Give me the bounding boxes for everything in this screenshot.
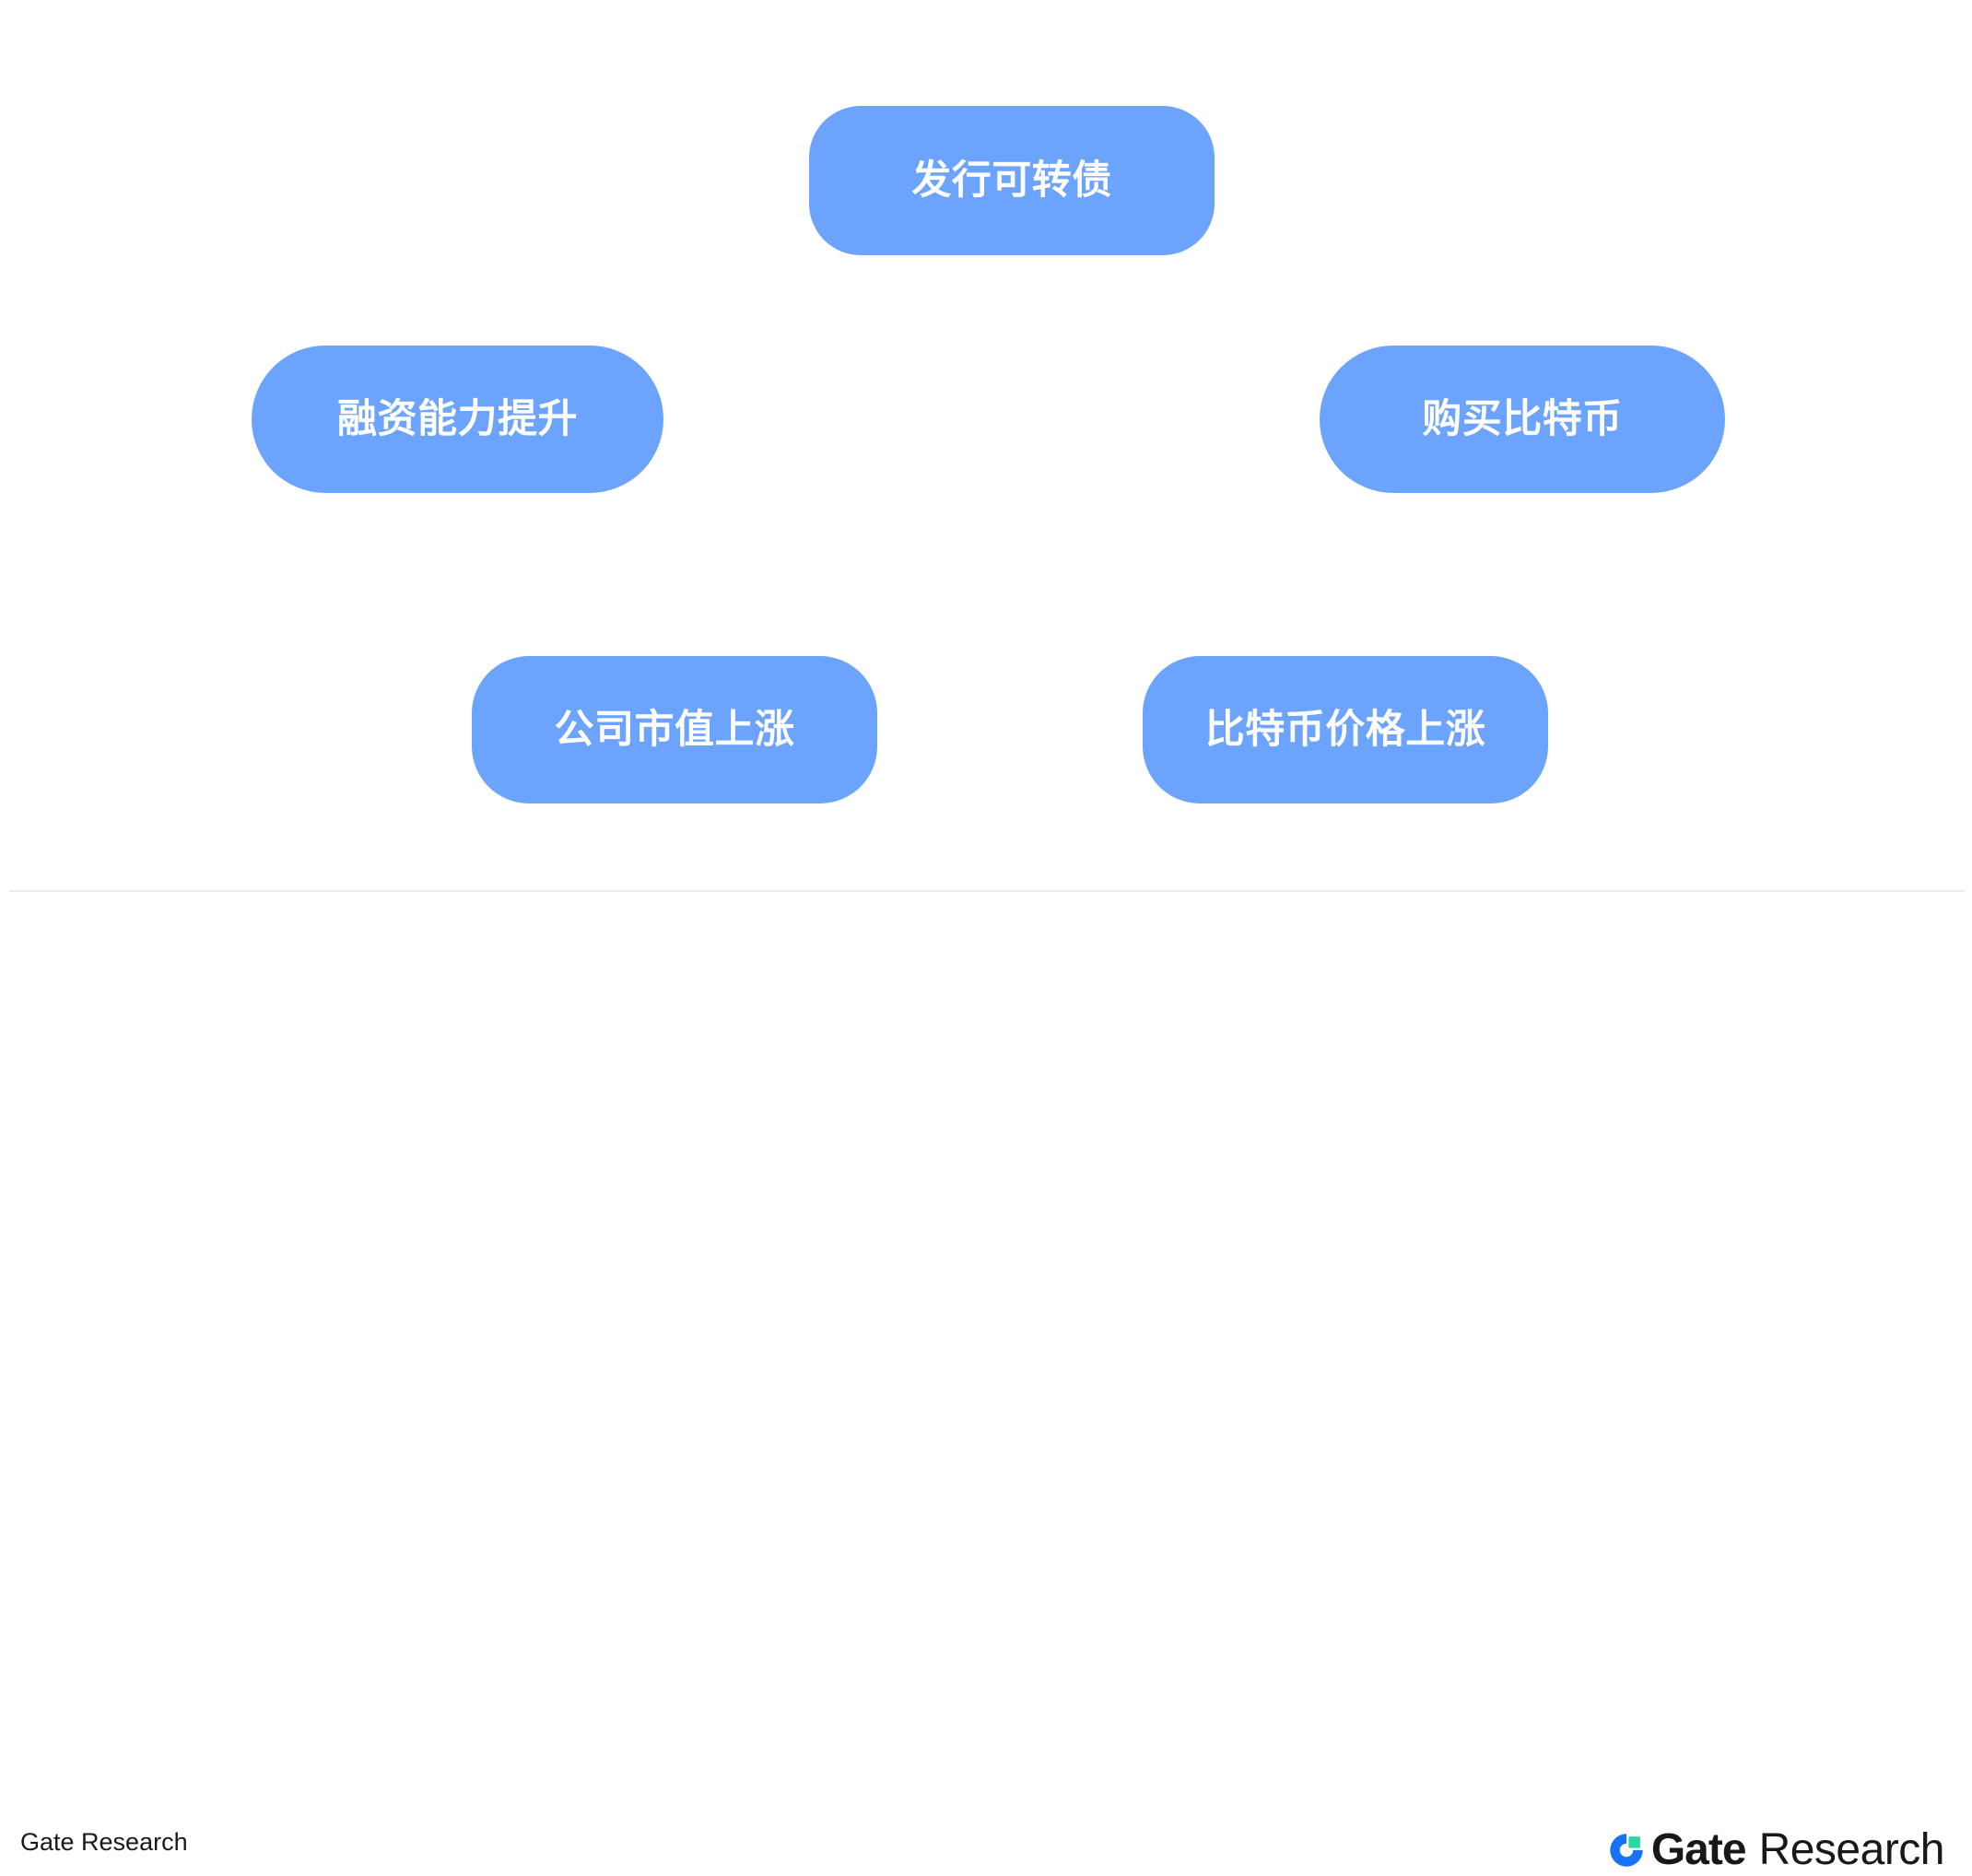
cycle-node-label: 融资能力提升	[337, 396, 578, 441]
cycle-node-label: 比特币价格上涨	[1204, 707, 1486, 752]
gate-research-logo: Gate Research	[1605, 1824, 1945, 1876]
cycle-node-financing-capacity[interactable]: 融资能力提升	[252, 346, 663, 493]
footer-credit-text: Gate Research	[20, 1828, 188, 1856]
cycle-node-issue-bond[interactable]: 发行可转债	[809, 106, 1215, 255]
gate-logo-mark-icon	[1610, 1834, 1643, 1867]
cycle-node-market-cap-rises[interactable]: 公司市值上涨	[472, 656, 877, 803]
cycle-node-btc-price-rises[interactable]: 比特币价格上涨	[1143, 656, 1548, 803]
cycle-diagram: 发行可转债 购买比特币 比特币价格上涨 公司市值上涨 融资能力提升	[0, 0, 1972, 885]
footer-divider	[9, 890, 1965, 892]
cycle-node-label: 公司市值上涨	[554, 707, 795, 752]
cycle-node-buy-bitcoin[interactable]: 购买比特币	[1320, 346, 1725, 493]
footer: Gate Research Gate Research	[0, 892, 1972, 1872]
logo-research-text: Research	[1758, 1825, 1945, 1874]
logo-gate-text: Gate	[1650, 1825, 1747, 1874]
cycle-node-label: 购买比特币	[1422, 396, 1623, 441]
cycle-node-label: 发行可转债	[911, 158, 1112, 203]
gate-logo-wordmark: Gate Research	[1650, 1825, 1945, 1874]
